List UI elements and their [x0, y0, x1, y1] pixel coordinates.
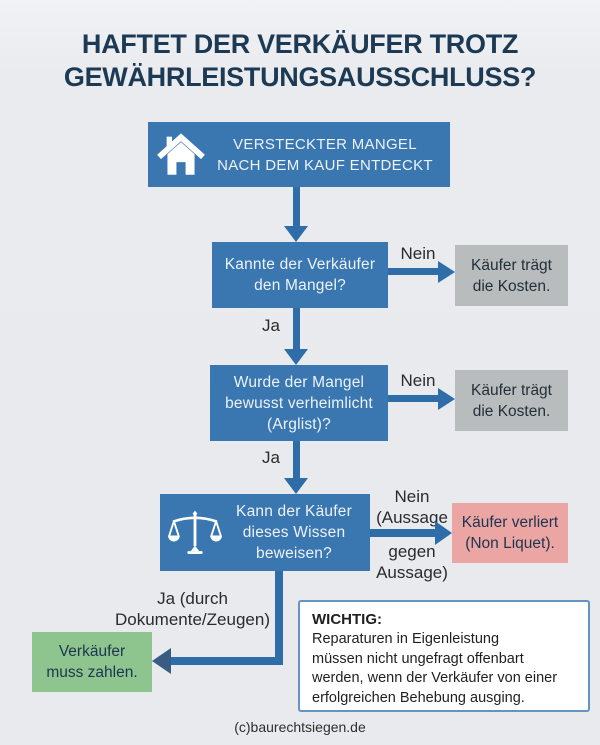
label-q3-ja-line2: Dokumente/Zeugen) [115, 610, 270, 629]
label-q3-nein-line1: Nein [394, 487, 430, 506]
node-q1-line1: Kannte der Verkäufer [224, 256, 376, 273]
arrow-q3-ja-hline [170, 657, 283, 665]
label-q1-nein: Nein [400, 244, 436, 263]
result-q1-no-line2: die Kosten. [472, 277, 551, 295]
arrow-q3-nein-line [370, 529, 436, 537]
node-q2-text: Wurde der Mangel bewusst verheimlicht (A… [225, 372, 373, 435]
page-title-line1: HAFTET DER VERKÄUFER TROTZ [81, 29, 519, 59]
house-icon [148, 132, 214, 178]
label-q3-ja: Ja (durch Dokumente/Zeugen) [95, 588, 290, 630]
label-q3-nein-line3: gegen [388, 542, 436, 561]
note-line4: erfolgreichen Behebung ausging. [312, 689, 525, 706]
node-q2: Wurde der Mangel bewusst verheimlicht (A… [210, 365, 388, 441]
node-start: VERSTECKTER MANGEL NACH DEM KAUF ENTDECK… [148, 122, 450, 187]
node-q3-text: Kann der Käufer dieses Wissen beweisen? [230, 501, 370, 564]
note-heading: WICHTIG: [312, 611, 382, 628]
arrow-q2-nein-line [388, 395, 439, 402]
arrow-q1-nein-line [388, 268, 439, 275]
node-q2-line1: Wurde der Mangel [233, 373, 365, 391]
result-q3-yes-text: Verkäufer muss zahlen. [46, 641, 137, 683]
node-q3-line1: Kann der Käufer [236, 503, 352, 520]
note-line1: Reparaturen in Eigenleistung [312, 631, 500, 647]
page-title-line2: GEWÄHRLEISTUNGSAUSSCHLUSS? [63, 62, 537, 92]
arrow-q2-to-q3-line [293, 441, 300, 479]
result-q3-yes-line1: Verkäufer [58, 643, 126, 660]
label-q3-ja-line1: Ja (durch [157, 589, 228, 608]
node-q3-line3: beweisen? [256, 545, 332, 562]
arrow-q3-ja-head [152, 648, 171, 674]
note-line2: müssen nicht ungefragt offenbart [312, 650, 524, 667]
page-title: HAFTET DER VERKÄUFER TROTZ GEWÄHRLEISTUN… [0, 28, 600, 94]
label-q1-ja: Ja [262, 316, 280, 335]
arrow-q3-ja-vline [275, 571, 283, 665]
result-q2-no-line2: die Kosten. [472, 402, 551, 420]
node-q1-text: Kannte der Verkäufer den Mangel? [225, 254, 376, 296]
result-q3-no-text: Käufer verliert (Non Liquet). [462, 512, 558, 554]
result-q2-no-text: Käufer trägt die Kosten. [471, 380, 552, 422]
node-q2-line2: bewusst verheimlicht [225, 394, 373, 412]
arrow-start-to-q1-head [284, 226, 308, 242]
node-start-text: VERSTECKTER MANGEL NACH DEM KAUF ENTDECK… [214, 134, 450, 176]
arrow-q2-to-q3-head [284, 478, 308, 494]
arrow-q1-to-q2-head [284, 349, 308, 365]
node-q1-line2: den Mangel? [254, 277, 346, 294]
node-start-line1: VERSTECKTER MANGEL [233, 135, 417, 153]
label-q3-nein-line2: (Aussage [376, 508, 448, 527]
note-line3: werden, wenn der Verkäufer von einer [312, 670, 558, 686]
node-q2-line3: (Arglist)? [266, 415, 331, 433]
result-q3-no-line1: Käufer verliert [461, 514, 559, 531]
scales-icon [160, 509, 230, 557]
arrow-q1-to-q2-line [293, 308, 300, 350]
node-start-line2: NACH DEM KAUF ENTDECKT [217, 156, 433, 174]
arrow-start-to-q1-line [293, 187, 300, 229]
label-q3-nein-bottom: gegen Aussage) [368, 541, 456, 583]
result-q3-no: Käufer verliert (Non Liquet). [452, 503, 568, 563]
result-q2-no-line1: Käufer trägt [471, 381, 552, 399]
arrow-q2-nein-head [438, 388, 455, 410]
result-q1-no-text: Käufer trägt die Kosten. [471, 255, 552, 297]
label-q2-ja: Ja [262, 448, 280, 467]
arrow-q3-nein-head [435, 521, 452, 545]
node-q1: Kannte der Verkäufer den Mangel? [212, 242, 388, 308]
node-q3-line2: dieses Wissen [242, 524, 346, 541]
important-note: WICHTIG: Reparaturen in Eigenleistung mü… [298, 600, 590, 712]
node-q3: Kann der Käufer dieses Wissen beweisen? [160, 494, 370, 571]
result-q3-yes-line2: muss zahlen. [46, 664, 138, 681]
result-q1-no: Käufer trägt die Kosten. [455, 245, 568, 306]
result-q1-no-line1: Käufer trägt [471, 256, 552, 274]
result-q3-no-line2: (Non Liquet). [465, 535, 555, 552]
arrow-q1-nein-head [438, 261, 455, 283]
label-q2-nein: Nein [400, 371, 436, 390]
copyright-credit: (c)baurechtsiegen.de [234, 719, 366, 735]
result-q3-yes: Verkäufer muss zahlen. [32, 632, 152, 692]
label-q3-nein-top: Nein (Aussage [368, 486, 456, 528]
label-q3-nein-line4: Aussage) [376, 563, 448, 582]
result-q2-no: Käufer trägt die Kosten. [455, 370, 568, 431]
